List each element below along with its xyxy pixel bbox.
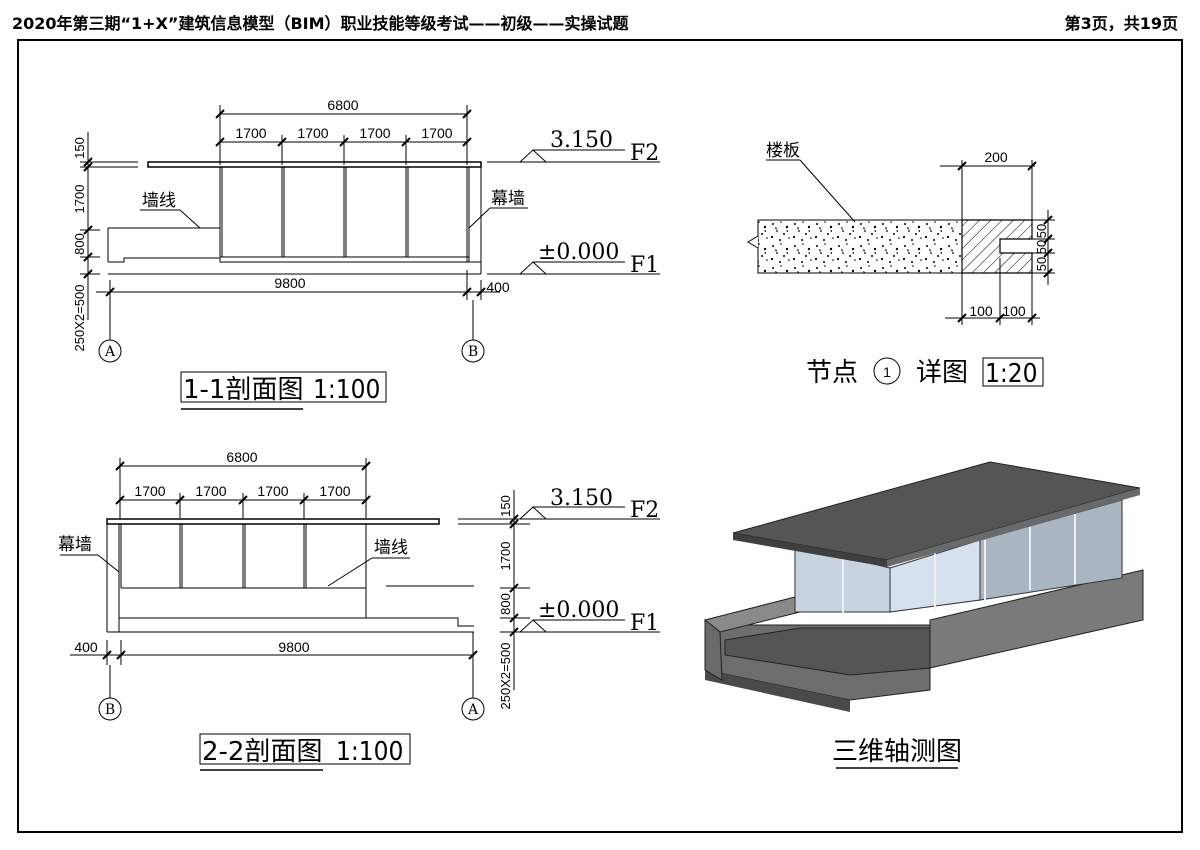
caption-axonometric: 三维轴测图 (832, 737, 962, 767)
exam-title: 2020年第三期“1+X”建筑信息模型（BIM）职业技能等级考试——初级——实操… (12, 14, 629, 33)
caption-2-2: 2-2剖面图 (202, 737, 322, 767)
caption-1-1-scale: 1:100 (313, 375, 380, 405)
dim-100: 100 (1002, 303, 1026, 319)
dim-250x2: 250X2=500 (72, 285, 87, 352)
caption-node-number: 1 (883, 364, 891, 380)
section-2-2-text: 6800 1700 1700 1700 1700 9800 400 150 17… (58, 449, 659, 767)
dim-9800: 9800 (278, 639, 309, 655)
level-bottom-value: ±0.000 (538, 598, 619, 623)
level-top-name: F2 (630, 141, 659, 166)
dim-9800: 9800 (274, 275, 305, 291)
caption-node-suffix: 详图 (916, 358, 968, 388)
dim-800: 800 (498, 593, 513, 615)
dim-bay: 1700 (235, 125, 266, 141)
caption-node-scale: 1:20 (985, 359, 1038, 389)
caption-2-2-scale: 1:100 (336, 737, 403, 767)
dim-bay: 1700 (319, 483, 350, 499)
dim-150: 150 (72, 137, 87, 159)
label-curtain-wall: 幕墙 (58, 535, 92, 555)
dim-50: 50 (1034, 257, 1049, 271)
dim-6800: 6800 (226, 449, 257, 465)
dim-50: 50 (1034, 224, 1049, 238)
caption-1-1: 1-1剖面图 (183, 375, 303, 405)
level-bottom-name: F1 (630, 253, 659, 278)
drawing-frame (17, 39, 1183, 833)
dim-400: 400 (74, 639, 98, 655)
label-wall-line: 墙线 (374, 538, 408, 558)
level-bottom-name: F1 (630, 611, 659, 636)
axis-label: B (105, 702, 115, 718)
node-detail (747, 159, 1055, 387)
section-1-1 (80, 105, 660, 410)
dim-150: 150 (498, 495, 513, 517)
node-detail-text: 楼板 200 100 100 50 50 50 节点 1 详图 1:20 (766, 141, 1049, 389)
section-2-2 (60, 458, 660, 771)
dim-400: 400 (486, 279, 510, 295)
dim-100: 100 (969, 303, 993, 319)
section-1-1-text: 6800 1700 1700 1700 1700 9800 400 150 17… (72, 97, 659, 405)
label-wall-line: 墙线 (142, 191, 176, 211)
dim-1700: 1700 (498, 542, 513, 571)
axis-label: B (468, 344, 478, 360)
dim-bay: 1700 (421, 125, 452, 141)
dim-200: 200 (984, 149, 1008, 165)
dim-bay: 1700 (257, 483, 288, 499)
dim-1700: 1700 (72, 185, 87, 214)
dim-bay: 1700 (195, 483, 226, 499)
caption-node-prefix: 节点 (806, 358, 858, 388)
dim-6800: 6800 (327, 97, 358, 113)
dim-800: 800 (72, 233, 87, 255)
dim-50: 50 (1034, 240, 1049, 254)
dim-bay: 1700 (359, 125, 390, 141)
dim-bay: 1700 (297, 125, 328, 141)
axonometric-view (703, 461, 1144, 712)
axis-label: A (467, 702, 479, 718)
page-number: 第3页，共19页 (1064, 14, 1178, 33)
dim-bay: 1700 (134, 483, 165, 499)
level-top-name: F2 (630, 498, 659, 523)
label-slab: 楼板 (766, 141, 800, 161)
label-curtain-wall: 幕墙 (491, 189, 525, 209)
level-top-value: 3.150 (550, 486, 613, 511)
dim-250x2: 250X2=500 (498, 643, 513, 710)
axis-label: A (104, 344, 116, 360)
level-top-value: 3.150 (550, 128, 613, 153)
level-bottom-value: ±0.000 (538, 240, 619, 265)
